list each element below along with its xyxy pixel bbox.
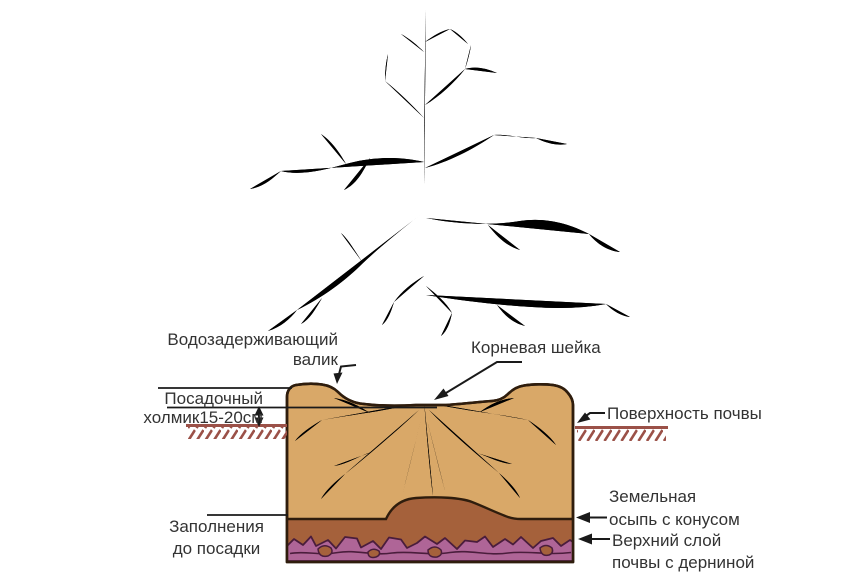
turf-rock bbox=[317, 545, 333, 558]
soil-layers bbox=[287, 496, 573, 562]
label-root-collar: Корневая шейка bbox=[471, 338, 601, 358]
label-backfill-line2: до посадки bbox=[172, 539, 261, 558]
label-top-soil-layer-line2: почвы с дерниной bbox=[612, 553, 755, 572]
turf-rock bbox=[427, 546, 443, 558]
leader-lines bbox=[158, 361, 610, 545]
arrow-root-collar bbox=[434, 361, 522, 400]
label-water-ridge-line1: Водозадерживающий bbox=[167, 330, 338, 349]
label-planting-mound: Посадочный холмик15-20см bbox=[118, 389, 263, 427]
arrow-top-soil-layer bbox=[578, 533, 610, 545]
arrow-water-ridge bbox=[333, 364, 357, 384]
label-root-collar-text: Корневая шейка bbox=[471, 338, 601, 357]
label-earth-cone: Земельная осыпь с конусом bbox=[609, 485, 740, 531]
label-earth-cone-line1: Земельная bbox=[609, 487, 697, 506]
label-earth-cone-line2: осыпь с конусом bbox=[609, 510, 740, 529]
label-water-ridge: Водозадерживающий валик bbox=[160, 330, 338, 370]
ground-hatching-left bbox=[186, 424, 287, 439]
label-backfill: Заполнения до посадки bbox=[168, 516, 265, 560]
label-top-soil-layer-line1: Верхний слой bbox=[612, 531, 722, 550]
arrow-soil-surface bbox=[577, 412, 605, 423]
arrow-earth-cone bbox=[576, 512, 607, 523]
label-planting-mound-line1: Посадочный bbox=[164, 389, 263, 408]
label-top-soil-layer: Верхний слой почвы с дерниной bbox=[612, 530, 754, 572]
subsoil-top-edge bbox=[287, 496, 573, 521]
ground-hatching-right bbox=[575, 426, 668, 441]
label-planting-mound-line2: холмик15-20см bbox=[143, 408, 263, 427]
label-soil-surface: Поверхность почвы bbox=[607, 404, 762, 424]
turf-inner-line bbox=[289, 550, 572, 555]
label-soil-surface-text: Поверхность почвы bbox=[607, 404, 762, 423]
label-water-ridge-line2: валик bbox=[292, 350, 338, 369]
turf-rock bbox=[539, 544, 554, 557]
height-double-arrow bbox=[254, 406, 264, 427]
turf-rock bbox=[367, 548, 381, 559]
label-backfill-line1: Заполнения bbox=[169, 517, 264, 536]
